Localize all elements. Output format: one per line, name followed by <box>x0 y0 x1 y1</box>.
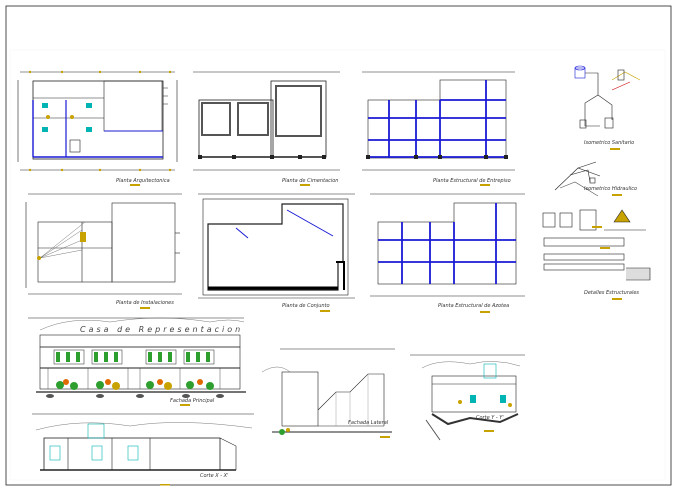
label-corte-y: Corte Y - Y' <box>476 415 504 421</box>
label-planta-arquitectonica: Planta Arquitectonica <box>116 178 170 184</box>
shrub-row <box>56 379 214 390</box>
label-isometrico-hidraulico: Isometrico Hidraulico <box>584 186 638 192</box>
label-planta-instalaciones: Planta de Instalaciones <box>116 300 174 306</box>
label-fachada-principal: Fachada Principal <box>170 398 215 404</box>
label-isometrico-sanitario: Isometrico Sanitario <box>584 140 635 146</box>
label-fachada-lateral: Fachada Lateral <box>348 420 389 426</box>
label-corte-x: Corte X - X' <box>200 473 229 479</box>
plan-structural-mezzanine <box>362 71 515 186</box>
elevation-front <box>28 317 246 406</box>
label-detalles-estructurales: Detalles Estructurales <box>584 290 640 296</box>
plan-architectural <box>17 70 178 186</box>
isometric-hydraulic <box>554 161 622 197</box>
label-planta-conjunto: Planta de Conjunto <box>282 303 330 309</box>
section-y <box>410 354 525 441</box>
label-planta-estructural-azotea: Planta Estructural de Azotea <box>438 303 510 309</box>
elevation-side <box>261 348 395 438</box>
section-x <box>32 413 254 486</box>
label-planta-estructural-entrepiso: Planta Estructural de Entrepiso <box>433 178 511 184</box>
label-planta-cimentacion: Planta de Cimentacion <box>282 178 339 184</box>
sheet-title: Casa de Representacion <box>80 325 244 334</box>
plan-site <box>198 193 355 312</box>
plan-installations <box>25 193 182 309</box>
sheet-border <box>5 5 672 486</box>
isometric-sanitary <box>574 65 641 150</box>
structural-details <box>542 209 651 300</box>
plan-foundation <box>193 71 340 186</box>
plan-structural-roof <box>370 193 525 313</box>
